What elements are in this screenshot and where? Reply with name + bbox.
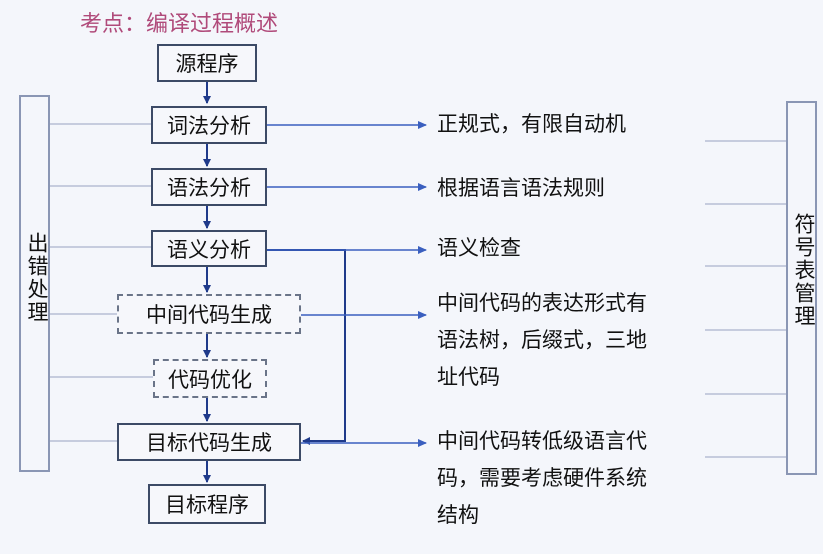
annotation-intermediate-line: 址代码 — [437, 365, 500, 389]
box-target-program: 目标程序 — [148, 484, 266, 524]
symbol-table-label: 符号表管理 — [792, 213, 816, 328]
box-source-program: 源程序 — [157, 44, 257, 82]
annotation-intermediate-line: 语法树，后缀式，三地 — [437, 328, 647, 352]
annotation-codegen-line: 码，需要考虑硬件系统 — [437, 466, 647, 490]
box-intermediate-code: 中间代码生成 — [117, 294, 301, 334]
symbol-table-panel — [786, 101, 817, 475]
annotation-codegen-line: 结构 — [437, 503, 479, 527]
box-code-optimization: 代码优化 — [153, 359, 267, 398]
box-lexical-analysis: 词法分析 — [151, 106, 267, 144]
box-target-code-generation: 目标代码生成 — [117, 423, 301, 461]
annotation-syntax: 根据语言语法规则 — [437, 176, 605, 200]
error-handling-panel — [19, 95, 50, 472]
annotation-codegen: 中间代码转低级语言代 码，需要考虑硬件系统 结构 — [437, 423, 647, 534]
annotation-semantic: 语义检查 — [437, 236, 521, 260]
page-title: 考点：编译过程概述 — [80, 12, 279, 37]
error-handling-label: 出错处理 — [25, 232, 49, 324]
annotation-lexical: 正规式，有限自动机 — [437, 112, 626, 136]
annotation-codegen-line: 中间代码转低级语言代 — [437, 429, 647, 453]
box-syntax-analysis: 语法分析 — [151, 168, 267, 206]
annotation-intermediate-line: 中间代码的表达形式有 — [437, 291, 647, 315]
bypass-arrow — [267, 249, 346, 445]
annotation-intermediate: 中间代码的表达形式有 语法树，后缀式，三地 址代码 — [437, 285, 647, 396]
box-semantic-analysis: 语义分析 — [151, 230, 267, 267]
